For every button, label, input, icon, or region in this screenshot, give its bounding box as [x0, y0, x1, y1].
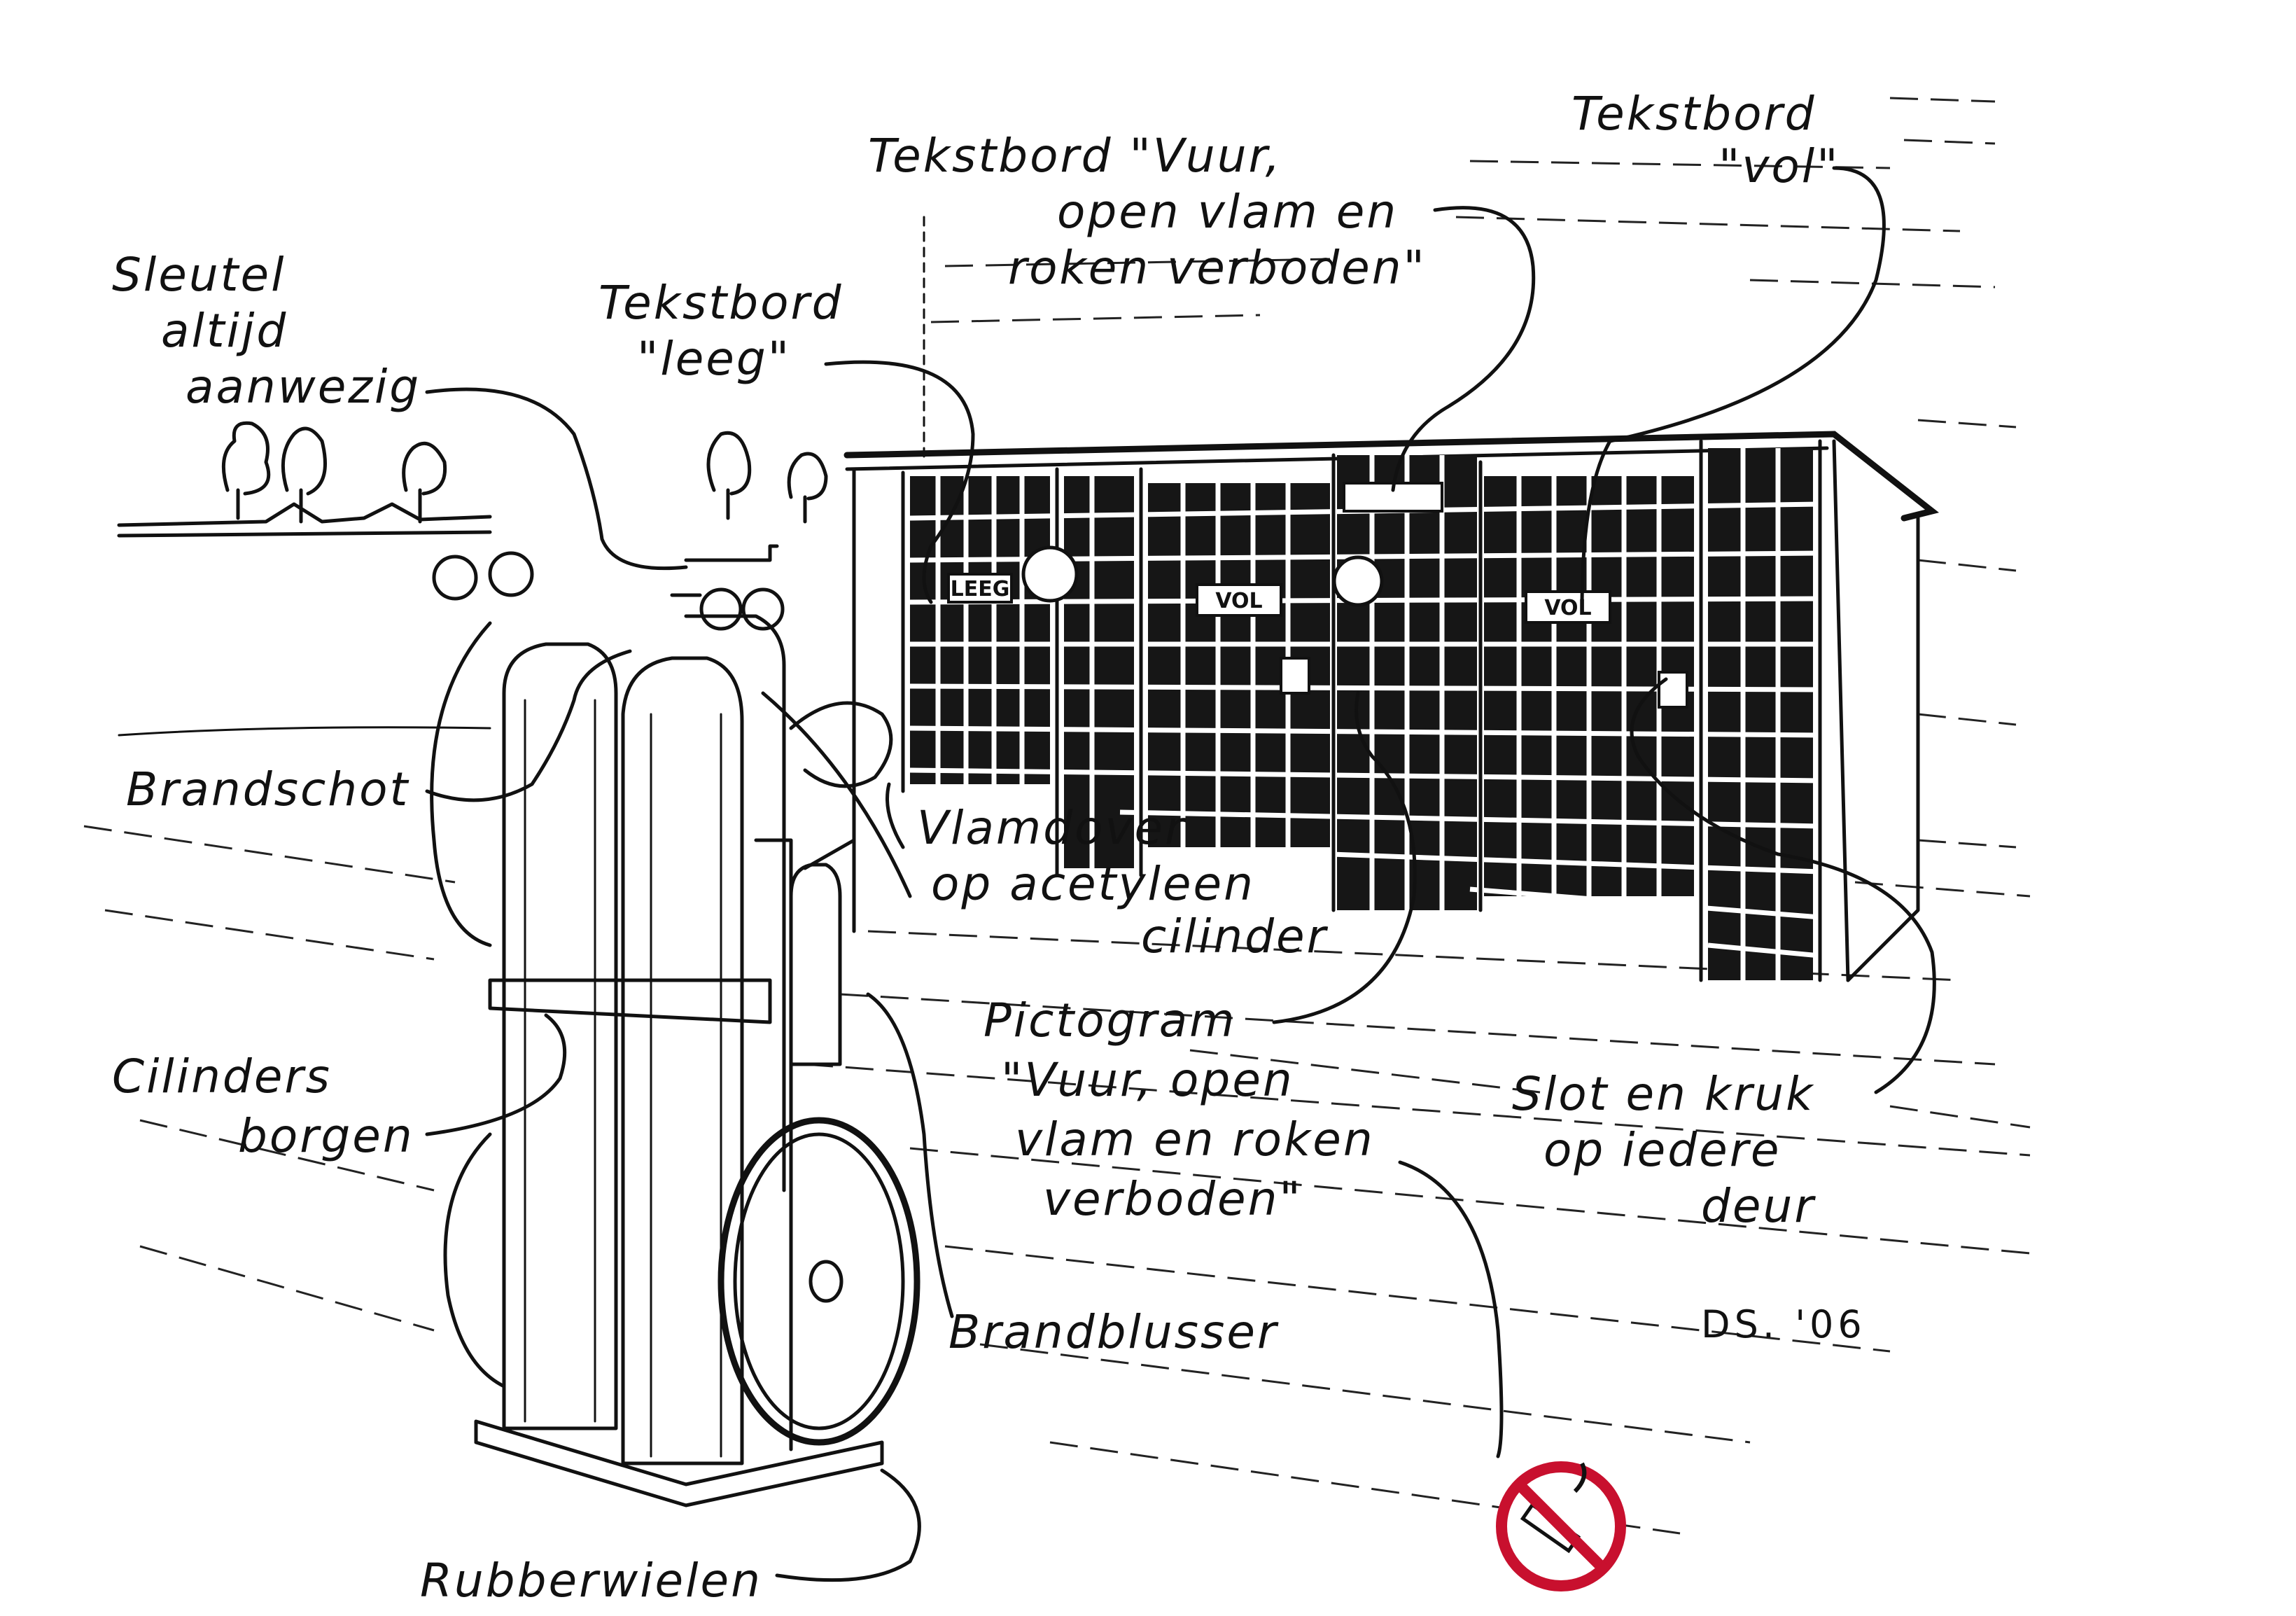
label-vlamdover-line2: op acetyleen	[931, 857, 1255, 911]
cage-sign-leeg	[947, 573, 1013, 604]
label-rubberwielen: Rubberwielen	[420, 1554, 762, 1608]
extinguisher-body	[789, 863, 842, 1066]
label-vuur-line3: roken verboden"	[1008, 241, 1427, 295]
label-vlamdover-line1: Vlamdover	[917, 801, 1186, 855]
gauge-icon	[432, 555, 478, 601]
label-sleutel: Sleutel altijd aanwezig	[112, 248, 421, 414]
label-vuur-line2: open vlam en	[1057, 185, 1398, 239]
tree-icon	[402, 441, 447, 524]
label-tekstbord-leeg: Tekstbord "leeg"	[598, 276, 844, 386]
gauge-icon	[488, 551, 534, 597]
label-pictogram-line3: vlam en roken	[1015, 1113, 1375, 1166]
artist-signature: DS. '06	[1701, 1302, 1866, 1346]
label-pictogram-line1: Pictogram	[983, 994, 1236, 1047]
label-vlamdover: Vlamdover op acetyleen cilinder	[917, 801, 1329, 963]
label-brandschot: Brandschot	[126, 762, 410, 816]
gauge-icon	[741, 587, 785, 631]
tree-icon	[706, 431, 752, 520]
cage-sign-vol-1-text: VOL	[1215, 589, 1262, 613]
cage-sign-vol-2	[1525, 590, 1611, 624]
label-brandblusser: Brandblusser	[948, 1305, 1279, 1359]
label-pictogram-line2: "Vuur, open	[1001, 1053, 1294, 1107]
label-slot-line2: op iedere	[1544, 1123, 1781, 1177]
label-slot-line1: Slot en kruk	[1512, 1067, 1814, 1121]
tree-icon	[787, 452, 828, 524]
leader-lines	[425, 166, 1936, 1582]
label-slot-line3: deur	[1701, 1179, 1816, 1233]
label-leeg-line1: Tekstbord	[598, 276, 844, 330]
label-cilinders-line2: borgen	[238, 1109, 414, 1163]
cage-sign-vol-2-text: VOL	[1544, 596, 1591, 620]
label-vol-line2: "vol"	[1718, 139, 1840, 193]
gas-cylinder-cage: LEEG VOL VOL	[844, 216, 1940, 982]
label-vol-line1: Tekstbord	[1572, 87, 1816, 141]
label-tekstbord-vol: Tekstbord "vol"	[1572, 87, 1840, 193]
label-cilinders: Cilinders borgen	[112, 1050, 414, 1163]
gauge-icon	[699, 587, 743, 631]
label-tekstbord-vuur: Tekstbord "Vuur, open vlam en roken verb…	[868, 129, 1427, 295]
label-sleutel-line1: Sleutel	[112, 248, 286, 302]
label-vuur-line1: Tekstbord "Vuur,	[868, 129, 1282, 183]
label-vlamdover-line3: cilinder	[1141, 910, 1329, 963]
rubber-wheel	[718, 1117, 920, 1446]
label-leeg-line2: "leeg"	[637, 332, 791, 386]
cage-clock-pictogram	[1021, 545, 1079, 603]
lock-icon	[1280, 657, 1310, 695]
cage-sign-vuur	[1343, 482, 1443, 513]
cage-sign-leeg-text: LEEG	[951, 577, 1010, 601]
lock-icon	[1658, 671, 1688, 709]
label-pictogram: Pictogram "Vuur, open vlam en roken verb…	[983, 994, 1375, 1226]
label-slot: Slot en kruk op iedere deur	[1512, 1067, 1816, 1233]
label-cilinders-line1: Cilinders	[112, 1050, 332, 1103]
no-smoking-pictogram	[1496, 1461, 1626, 1591]
cylinder-trolley	[430, 544, 920, 1507]
cage-pictogram-small	[1332, 555, 1384, 607]
tree-icon	[221, 421, 271, 520]
label-sleutel-line3: aanwezig	[186, 360, 421, 414]
label-pictogram-line4: verboden"	[1043, 1172, 1303, 1226]
label-sleutel-line2: altijd	[161, 304, 288, 358]
tree-icon	[281, 426, 327, 524]
cage-sign-vol-1	[1196, 583, 1282, 617]
background-landscape	[117, 421, 828, 737]
